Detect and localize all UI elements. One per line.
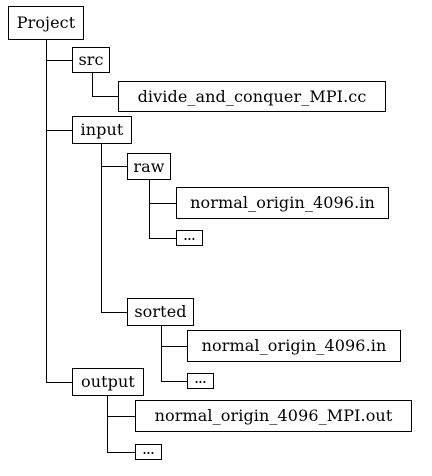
raw-file-node: normal_origin_4096.in xyxy=(176,187,389,219)
root-node: Project xyxy=(8,6,84,40)
sorted-file-node: normal_origin_4096.in xyxy=(187,330,401,362)
connector-raw-trunk xyxy=(149,180,150,238)
output-folder-node: output xyxy=(72,368,144,396)
connector-raw-more xyxy=(149,238,176,239)
src-file-node: divide_and_conquer_MPI.cc xyxy=(118,81,386,112)
connector-output-more xyxy=(107,452,135,453)
connector-output-trunk xyxy=(107,396,108,452)
connector-sorted-file xyxy=(161,346,187,347)
connector-root-trunk xyxy=(46,40,47,382)
connector-input-trunk xyxy=(101,144,102,312)
connector-input xyxy=(46,130,72,131)
raw-more-node: ... xyxy=(176,230,203,246)
connector-output-file xyxy=(107,416,135,417)
sorted-more-node: ... xyxy=(187,373,214,389)
connector-src xyxy=(46,60,72,61)
input-folder-node: input xyxy=(72,116,132,144)
connector-sorted-trunk xyxy=(161,326,162,381)
raw-folder-node: raw xyxy=(127,153,171,180)
connector-output xyxy=(46,382,72,383)
connector-src-trunk xyxy=(92,73,93,96)
sorted-folder-node: sorted xyxy=(127,298,194,326)
output-file-node: normal_origin_4096_MPI.out xyxy=(135,400,412,432)
connector-sorted xyxy=(101,312,127,313)
connector-raw xyxy=(101,166,127,167)
connector-raw-file xyxy=(149,203,176,204)
connector-sorted-more xyxy=(161,381,187,382)
output-more-node: ... xyxy=(135,444,162,460)
src-folder-node: src xyxy=(72,47,110,73)
connector-src-file xyxy=(92,96,118,97)
